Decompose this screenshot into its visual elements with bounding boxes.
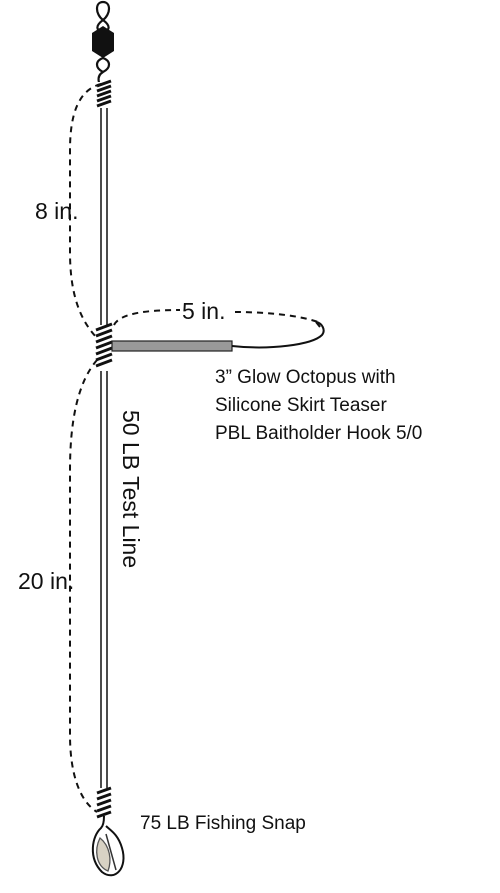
hook	[231, 321, 325, 349]
dropper-length: 5 in.	[182, 298, 226, 324]
top-knot	[96, 79, 112, 108]
swivel	[92, 0, 114, 90]
fishing-snap	[91, 815, 125, 877]
main-line	[100, 88, 108, 800]
dim-20in-line	[69, 359, 98, 813]
teaser-description-line-2: Silicone Skirt Teaser	[215, 395, 387, 416]
snap-label: 75 LB Fishing Snap	[140, 813, 306, 834]
teaser-body	[111, 340, 233, 352]
teaser-description-line-3: PBL Baitholder Hook 5/0	[215, 423, 423, 444]
main-line-label: 50 LB Test Line	[118, 410, 144, 569]
top-segment-length: 8 in.	[35, 198, 79, 224]
dim-5in-line	[113, 309, 319, 326]
dropper-knot	[95, 322, 113, 371]
bottom-knot	[96, 786, 112, 819]
swivel-barrel	[92, 26, 114, 58]
bottom-segment-length: 20 in.	[18, 568, 75, 594]
dim-8in-line	[69, 83, 102, 339]
teaser-description-line-1: 3” Glow Octopus with	[215, 367, 396, 388]
